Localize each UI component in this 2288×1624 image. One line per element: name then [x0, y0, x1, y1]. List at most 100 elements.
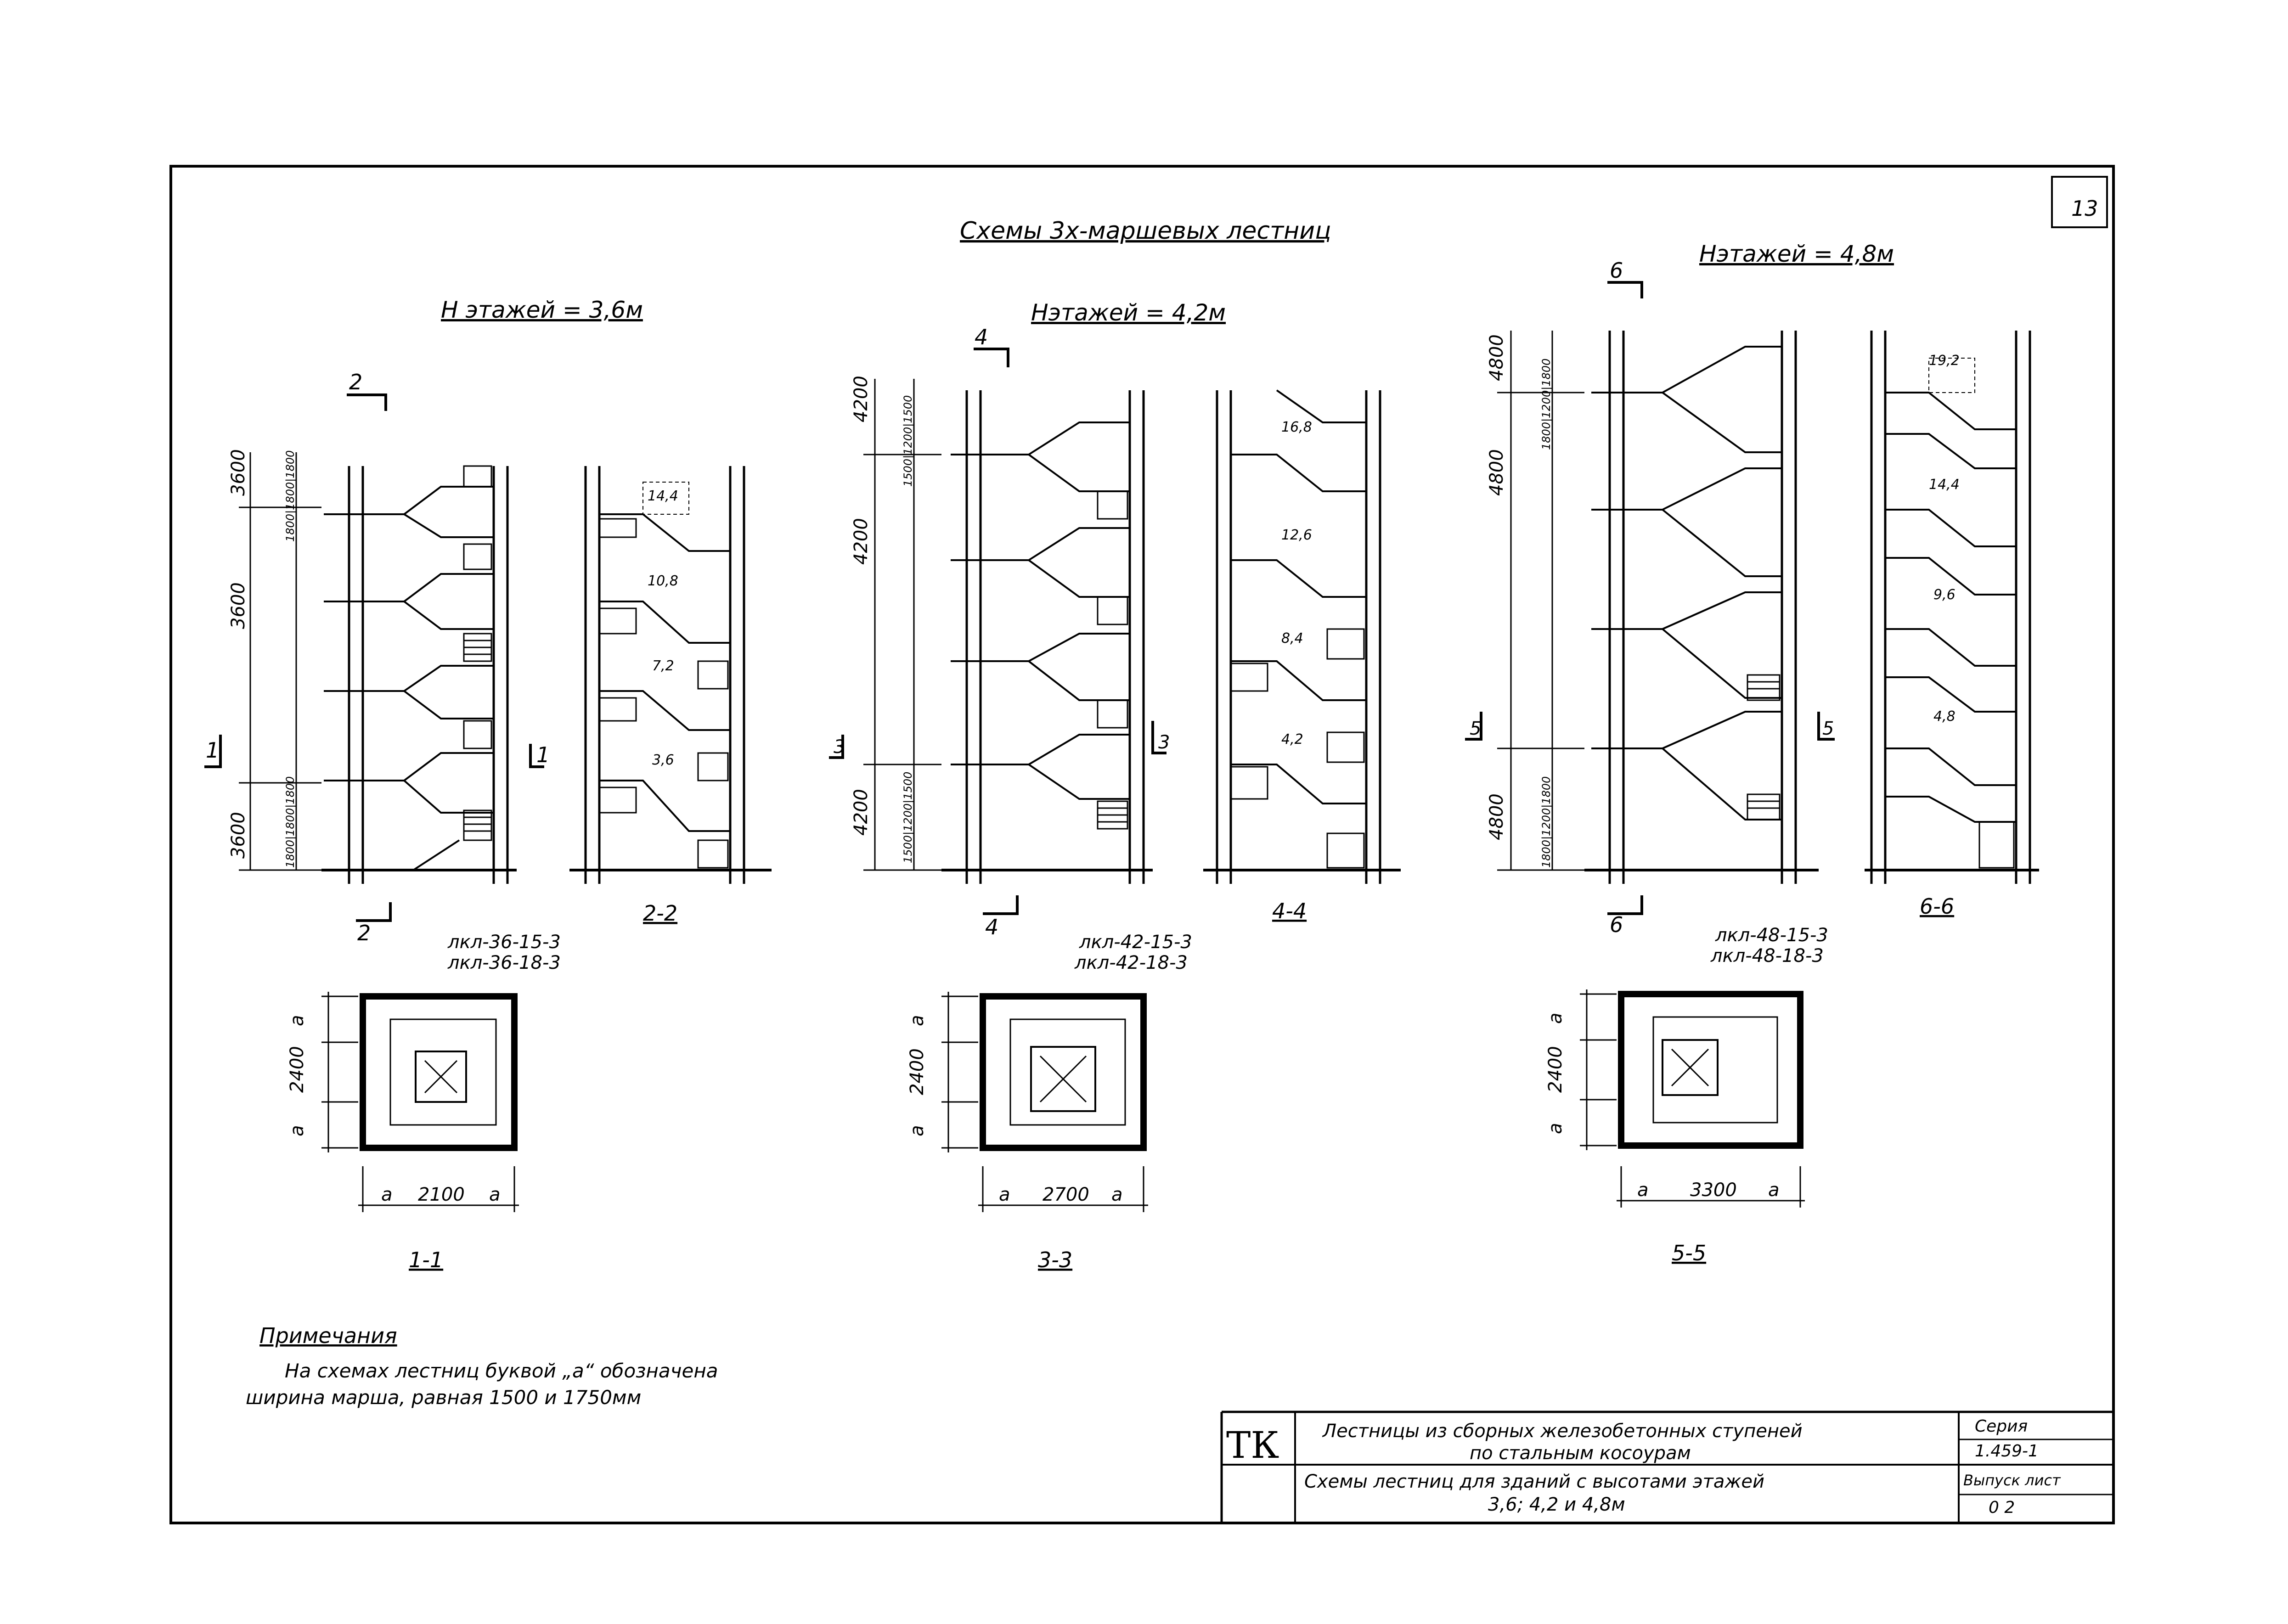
- cut-mark-left: [1465, 712, 1482, 741]
- plan-side: 2400: [1545, 1046, 1566, 1093]
- plan-a-right: a: [1768, 1180, 1780, 1201]
- plan-a-left: a: [381, 1184, 393, 1205]
- plan-side: 2400: [907, 1048, 928, 1095]
- plan-a-top: a: [287, 1015, 308, 1026]
- cut-mark-left: [829, 735, 844, 759]
- elevation-view: [1584, 331, 1819, 884]
- plan-view: [1580, 989, 1805, 1208]
- title-block-row2b: 3,6; 4,2 и 4,8м: [1488, 1494, 1625, 1515]
- cut-label-right: 1: [536, 742, 550, 767]
- mark-3: 9,6: [1933, 587, 1956, 603]
- cut-mark-bottom: [1607, 895, 1643, 915]
- section-view: [1203, 389, 1401, 884]
- mark-3: 8,4: [1281, 630, 1303, 646]
- notes-title: Примечания: [259, 1323, 397, 1348]
- plan-a-right: a: [1111, 1184, 1123, 1205]
- mark-2: 14,4: [1929, 477, 1960, 493]
- cut-label-left: 3: [834, 736, 845, 758]
- cut-label-bottom: 6: [1610, 912, 1623, 937]
- dim-small-bottom: 1800|1800|1800: [284, 776, 297, 868]
- notes-line-1: На схемах лестниц буквой „а“ обозначена: [285, 1360, 718, 1382]
- issue-value: 0 2: [1989, 1498, 2015, 1517]
- title-block-row1b: по стальным косоурам: [1470, 1443, 1691, 1464]
- elevation-view: [321, 465, 517, 884]
- dim-middle: 3600: [228, 582, 249, 629]
- plan-width: 3300: [1690, 1180, 1737, 1201]
- dimension-chain: [863, 379, 941, 871]
- plan-a-bottom: a: [287, 1125, 308, 1136]
- mark-4: 4,8: [1933, 708, 1956, 725]
- code-2: лкл-36-18-3: [447, 952, 561, 973]
- code-2: лкл-42-18-3: [1074, 952, 1188, 973]
- dim-small-bottom: 1500|1200|1500: [902, 772, 914, 863]
- cut-mark-right: [529, 744, 544, 768]
- plan-a-bottom: a: [907, 1125, 928, 1136]
- height-label: Hэтажей = 4,2м: [1031, 299, 1226, 326]
- cut-mark-top: [974, 348, 1009, 367]
- cut-label-left: 1: [206, 738, 219, 763]
- cut-mark-top: [347, 393, 387, 411]
- sheet-title: Схемы 3х-маршевых лестниц: [960, 217, 1331, 245]
- title-block-org: ТК: [1226, 1424, 1279, 1467]
- mark-2: 12,6: [1281, 527, 1312, 543]
- mark-4: 3,6: [652, 752, 674, 768]
- dimension-chain: [239, 452, 321, 871]
- title-block-row2: Схемы лестниц для зданий с высотами этаж…: [1304, 1471, 1764, 1492]
- mark-2: 10,8: [648, 573, 678, 589]
- mark-1: 16,8: [1281, 419, 1312, 435]
- cut-mark-left: [204, 735, 222, 768]
- plan-a-top: a: [1545, 1012, 1566, 1024]
- cut-label-top: 6: [1610, 258, 1623, 283]
- plan-width: 2700: [1043, 1184, 1089, 1205]
- cut-label-right: 3: [1158, 732, 1170, 753]
- cut-mark-right: [1151, 721, 1167, 754]
- mark-3: 7,2: [652, 658, 674, 674]
- dim-top: 4800: [1486, 334, 1507, 381]
- cut-label-right: 5: [1822, 718, 1834, 739]
- dim-bottom: 3600: [228, 812, 249, 859]
- series-value: 1.459-1: [1975, 1442, 2039, 1461]
- dim-top: 4200: [851, 376, 872, 422]
- section-view: [1865, 331, 2039, 884]
- plan-label: 5-5: [1672, 1241, 1706, 1265]
- sheet-frame: [169, 165, 2115, 1524]
- dim-bottom: 4200: [851, 789, 872, 836]
- cut-mark-top: [1607, 281, 1643, 298]
- series-label: Серия: [1975, 1417, 2028, 1436]
- dim-small-top: 1800|1800|1800: [284, 450, 297, 542]
- mark-1: 19,2: [1929, 353, 1960, 369]
- plan-label: 1-1: [409, 1248, 443, 1272]
- plan-a-bottom: a: [1545, 1123, 1566, 1134]
- section-view: [569, 466, 772, 884]
- code-1: лкл-36-15-3: [447, 932, 561, 953]
- plan-a-left: a: [1637, 1180, 1649, 1201]
- dim-small-top: 1800|1200|1800: [1540, 359, 1553, 450]
- notes: Примечания На схемах лестниц буквой „а“ …: [246, 1323, 718, 1409]
- plan-a-left: a: [999, 1184, 1010, 1205]
- plan-a-top: a: [907, 1015, 928, 1026]
- height-label: H этажей = 3,6м: [441, 297, 643, 323]
- cut-mark-bottom: [356, 902, 392, 922]
- dim-top: 3600: [228, 449, 249, 496]
- mark-1: 14,4: [648, 488, 678, 504]
- scheme-group-3-6: H этажей = 3,6м 2 2 1 1 3600 3600 3600 1…: [204, 297, 772, 1272]
- dim-small-bottom: 1800|1200|1800: [1540, 776, 1553, 868]
- plan-view: [321, 992, 519, 1212]
- section-label: 6-6: [1920, 894, 1954, 919]
- code-1: лкл-48-15-3: [1715, 925, 1828, 946]
- issue-label: Выпуск лист: [1963, 1472, 2061, 1489]
- cut-mark-bottom: [983, 895, 1019, 915]
- dim-bottom: 4800: [1486, 793, 1507, 840]
- scheme-group-4-8: Hэтажей = 4,8м 6 6 5 5 4800 4800 4800 18…: [1465, 241, 2039, 1265]
- cut-label-top: 2: [349, 370, 362, 394]
- mark-4: 4,2: [1281, 731, 1303, 747]
- dim-small-top: 1500|1200|1500: [902, 395, 914, 487]
- cut-label-left: 5: [1470, 718, 1481, 739]
- dimension-chain: [1497, 331, 1584, 871]
- code-2: лкл-48-18-3: [1710, 945, 1824, 967]
- plan-side: 2400: [287, 1046, 308, 1093]
- cut-label-bottom: 2: [357, 921, 371, 945]
- height-label: Hэтажей = 4,8м: [1699, 241, 1894, 267]
- plan-view: [941, 992, 1148, 1212]
